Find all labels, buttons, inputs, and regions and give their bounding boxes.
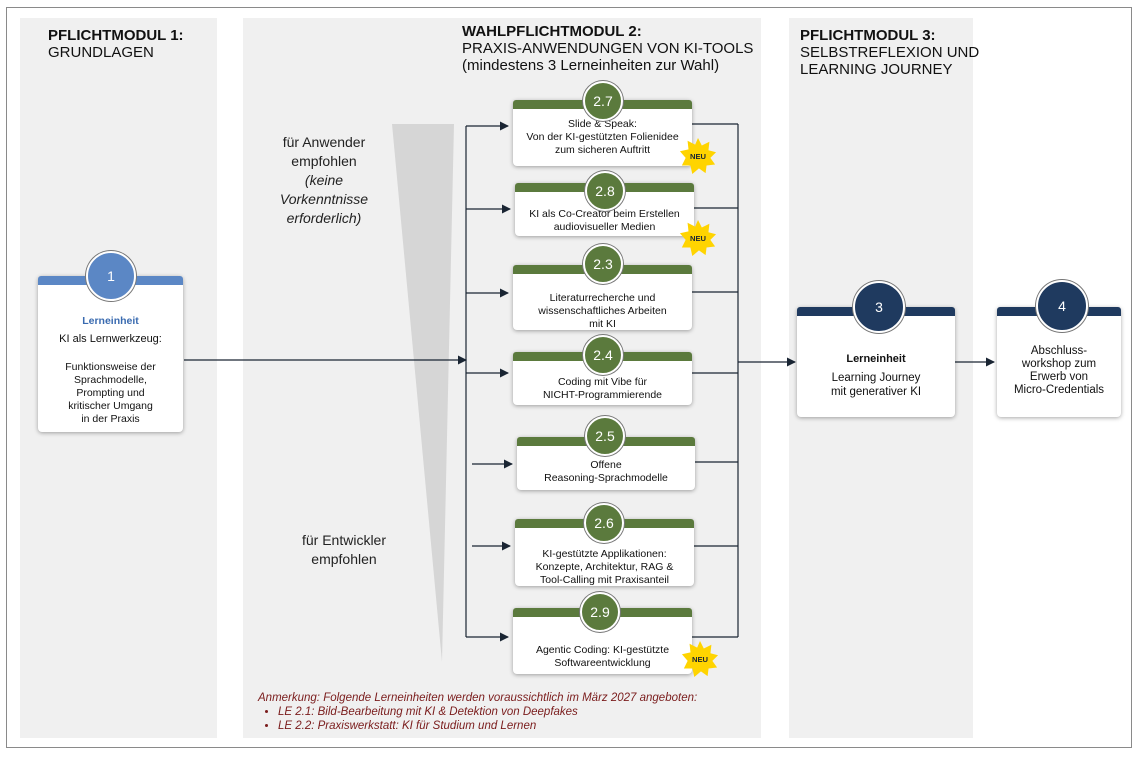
module-3-title-line2: SELBSTREFLEXION UND <box>800 44 980 61</box>
note-item-2: LE 2.2: Praxiswerkstatt: KI für Studium … <box>278 719 697 733</box>
elective-2-8-badge: 2.8 <box>585 171 625 211</box>
entwickler-line1: für Entwickler <box>301 532 387 548</box>
elective-2-4-badge: 2.4 <box>583 335 623 375</box>
module-3-title-line3: LEARNING JOURNEY <box>800 61 953 78</box>
neu-star-icon-2-9: NEU <box>681 640 719 678</box>
elective-2-4-l1: Coding mit Vibe für <box>557 376 648 388</box>
module-1-title: PFLICHTMODUL 1: GRUNDLAGEN <box>48 27 184 61</box>
elective-2-6-l2: Konzepte, Architektur, RAG & <box>535 561 674 573</box>
card-4-l4: Micro-Credentials <box>1013 384 1105 396</box>
module-2-title-bold: WAHLPFLICHTMODUL 2: <box>462 23 642 40</box>
card-4-l3: Erwerb von <box>1029 371 1089 383</box>
note-block: Anmerkung: Folgende Lerneinheiten werden… <box>258 691 697 733</box>
elective-2-3-l1: Literaturrecherche und <box>549 292 656 304</box>
elective-2-8-l2: audiovisueller Medien <box>553 221 656 233</box>
module-3-title: PFLICHTMODUL 3: SELBSTREFLEXION UND LEAR… <box>800 27 979 78</box>
elective-2-4-l2: NICHT-Programmierende <box>542 389 663 401</box>
card-4-l1: Abschluss- <box>1030 345 1088 357</box>
card-3-number-badge: 3 <box>853 281 905 333</box>
elective-2-9-badge: 2.9 <box>580 592 620 632</box>
card-1-grundlagen: Lerneinheit KI als Lernwerkzeug: Funktio… <box>38 276 183 432</box>
card-1-number-badge: 1 <box>86 251 136 301</box>
card-4-body: Abschluss- workshop zum Erwerb von Micro… <box>1001 345 1117 397</box>
anwender-line1: für Anwender <box>282 134 366 150</box>
card-4-l2: workshop zum <box>1021 358 1097 370</box>
card-3-heading: Lerneinheit <box>846 353 906 365</box>
elective-2-3-badge: 2.3 <box>583 244 623 284</box>
card-3-body: Learning Journey mit generativer KI <box>801 371 951 399</box>
elective-2-9-text: Agentic Coding: KI-gestützte Softwareent… <box>517 644 688 670</box>
elective-2-8-text: KI als Co-Creator beim Erstellen audiovi… <box>519 208 690 234</box>
module-1-title-line2: GRUNDLAGEN <box>48 44 154 61</box>
elective-2-7-l2: Von der KI-gestützten Folienidee <box>526 131 679 143</box>
card-3-l2: mit generativer KI <box>830 386 922 398</box>
elective-2-3-l3: mit KI <box>589 318 616 330</box>
elective-2-8-l1: KI als Co-Creator beim Erstellen <box>529 208 680 220</box>
note-list: LE 2.1: Bild-Bearbeitung mit KI & Detekt… <box>258 705 697 733</box>
elective-2-5-badge: 2.5 <box>585 416 625 456</box>
note-intro: Anmerkung: Folgende Lerneinheiten werden… <box>258 692 698 704</box>
module-1-title-bold: PFLICHTMODUL 1: <box>48 27 184 44</box>
elective-2-3-text: Literaturrecherche und wissenschaftliche… <box>517 292 688 331</box>
card-1-l4: kritischer Umgang <box>68 400 153 412</box>
neu-star-icon-2-7: NEU <box>679 137 717 175</box>
elective-2-7-l3: zum sicheren Auftritt <box>554 144 651 156</box>
elective-2-7-badge: 2.7 <box>583 81 623 121</box>
module-2-title-line2: PRAXIS-ANWENDUNGEN VON KI-TOOLS <box>462 40 754 57</box>
card-1-subtitle: KI als Lernwerkzeug: <box>59 333 162 345</box>
module-2-title: WAHLPFLICHTMODUL 2: PRAXIS-ANWENDUNGEN V… <box>462 23 753 74</box>
anwender-italic2: Vorkenntnisse <box>279 191 369 207</box>
elective-2-4-text: Coding mit Vibe für NICHT-Programmierend… <box>517 376 688 402</box>
card-1-heading: Lerneinheit <box>82 315 139 327</box>
anwender-italic3: erforderlich) <box>286 210 362 226</box>
elective-2-7-text: Slide & Speak: Von der KI-gestützten Fol… <box>517 118 688 157</box>
card-1-l1: Funktionsweise der <box>65 361 156 373</box>
card-4-number-badge: 4 <box>1036 280 1088 332</box>
neu-star-icon-2-8: NEU <box>679 219 717 257</box>
anwender-text: für Anwender empfohlen (keine Vorkenntni… <box>262 133 386 228</box>
note-item-1: LE 2.1: Bild-Bearbeitung mit KI & Detekt… <box>278 705 697 719</box>
elective-2-7-l1: Slide & Speak: <box>568 118 637 130</box>
neu-label-2-9: NEU <box>692 655 709 664</box>
card-1-l5: in der Praxis <box>81 413 140 425</box>
elective-2-5-l2: Reasoning-Sprachmodelle <box>544 472 668 484</box>
card-1-l3: Prompting und <box>76 387 145 399</box>
module-3-title-bold: PFLICHTMODUL 3: <box>800 27 936 44</box>
elective-2-3-l2: wissenschaftliches Arbeiten <box>538 305 667 317</box>
neu-label-2-7: NEU <box>690 152 707 161</box>
card-1-l2: Sprachmodelle, <box>74 374 147 386</box>
elective-2-6-l3: Tool-Calling mit Praxisanteil <box>540 574 669 586</box>
anwender-line2: empfohlen <box>291 153 357 169</box>
elective-2-6-text: KI-gestützte Applikationen: Konzepte, Ar… <box>519 548 690 587</box>
elective-2-6-l1: KI-gestützte Applikationen: <box>542 548 667 560</box>
elective-2-5-text: Offene Reasoning-Sprachmodelle <box>521 459 691 485</box>
card-3-l1: Learning Journey <box>831 372 921 384</box>
anwender-italic1: (keine <box>304 172 344 188</box>
elective-2-6-badge: 2.6 <box>584 503 624 543</box>
diagram-frame <box>6 7 1132 748</box>
card-1-body: Funktionsweise der Sprachmodelle, Prompt… <box>42 361 179 426</box>
module-2-title-line3: (mindestens 3 Lerneinheiten zur Wahl) <box>462 57 720 74</box>
neu-label-2-8: NEU <box>690 234 707 243</box>
elective-2-5-l1: Offene <box>590 459 622 471</box>
elective-2-9-l1: Agentic Coding: KI-gestützte <box>535 644 670 656</box>
entwickler-line2: empfohlen <box>311 551 377 567</box>
entwickler-text: für Entwickler empfohlen <box>282 531 406 569</box>
elective-2-9-l2: Softwareentwicklung <box>554 657 651 669</box>
